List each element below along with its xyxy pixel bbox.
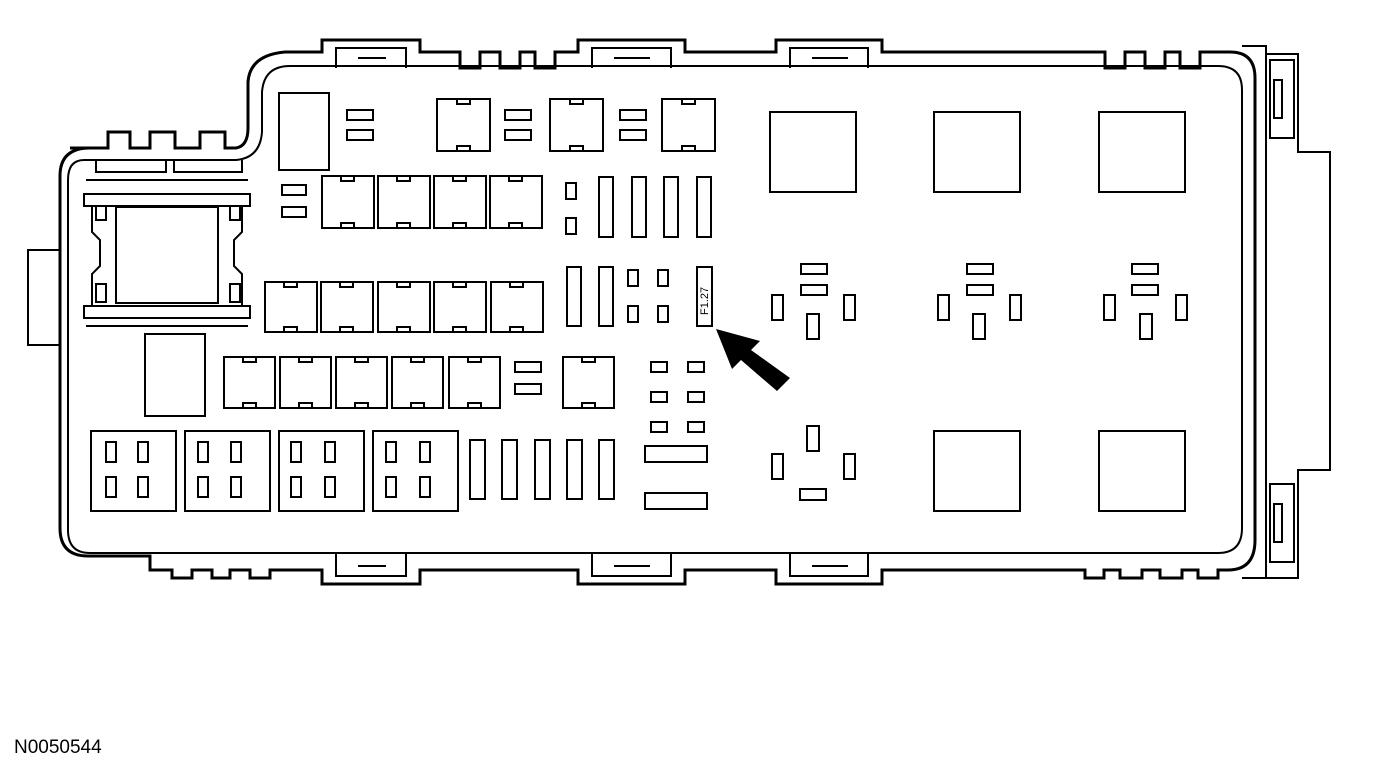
fuse-label: F1.27: [699, 287, 711, 315]
component-block: [278, 92, 330, 171]
mini-fuses: [281, 109, 705, 433]
relay-sockets: [771, 263, 1188, 501]
long-fuse: [644, 445, 708, 463]
housing-outline: [27, 38, 1331, 586]
long-fuse: [644, 492, 708, 510]
arrow-icon: [716, 329, 790, 391]
large-relays: [769, 111, 1186, 512]
vertical-fuses: [469, 176, 712, 500]
maxi-fuse-blocks: [90, 430, 459, 512]
figure-id: N0050544: [14, 737, 102, 758]
relays: [223, 98, 716, 409]
component-block: [144, 333, 206, 417]
fuse-f1-27: F1.27: [696, 266, 713, 327]
main-relay: [83, 179, 251, 327]
